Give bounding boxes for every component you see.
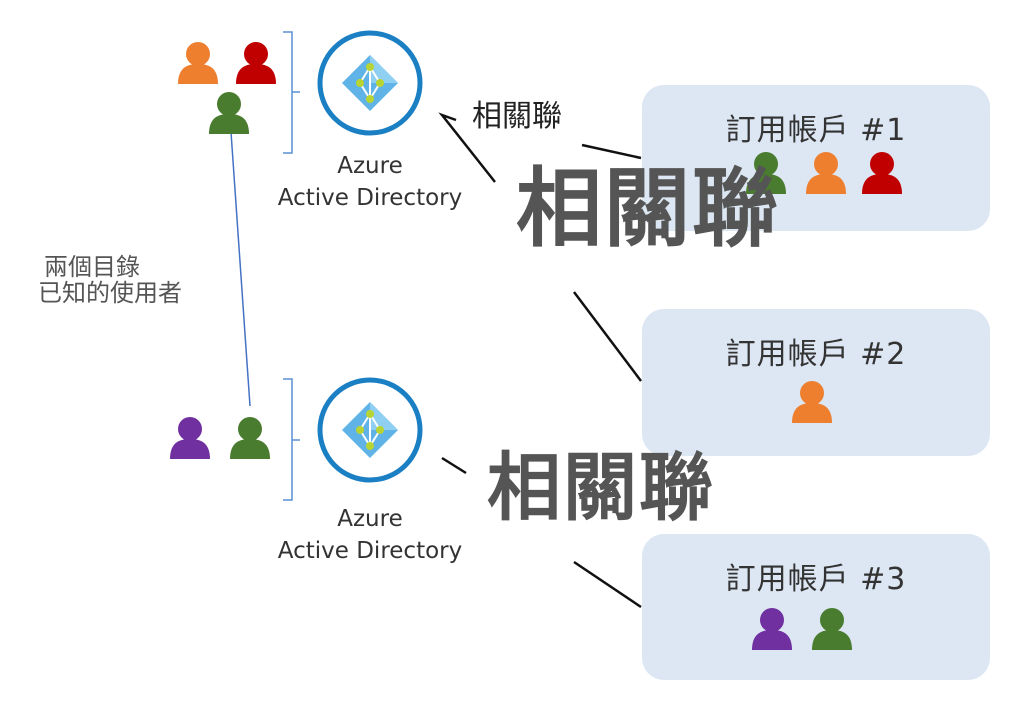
subscription-box-1: 訂用帳戶 #1 <box>642 85 990 231</box>
subscription-title-2: 訂用帳戶 #2 <box>725 337 907 372</box>
azure-ad-label-line2: Active Directory <box>277 185 463 211</box>
shared-user-connector <box>230 131 251 407</box>
subscription-title-3: 訂用帳戶 #3 <box>725 562 907 597</box>
association-line-3a <box>441 456 467 475</box>
association-label-large-2: 相關聯 <box>487 445 715 531</box>
user-purple-icon <box>752 608 792 650</box>
user-green-icon <box>812 608 852 650</box>
user-red-icon <box>862 152 902 194</box>
subscription-title-1: 訂用帳戶 #1 <box>725 113 907 148</box>
association-line-3b <box>573 560 642 609</box>
known-users-note-line2: 已知的使用者 <box>38 279 182 307</box>
subscription-box-2: 訂用帳戶 #2 <box>642 309 990 456</box>
azure-ad-label-top: Azure Active Directory <box>250 150 490 214</box>
user-orange-icon <box>792 381 832 423</box>
known-users-note-line1: 兩個目錄 <box>44 253 140 281</box>
azure-ad-label-line1: Azure <box>337 153 403 179</box>
azure-ad-label-line1: Azure <box>337 506 403 532</box>
association-line-1 <box>438 112 496 183</box>
azure-ad-label-line2: Active Directory <box>277 538 463 564</box>
user-green-icon <box>746 152 786 194</box>
user-green-icon <box>230 417 270 459</box>
azure-ad-icon-top <box>320 33 420 133</box>
bracket-top <box>283 31 300 154</box>
azure-ad-icon-bottom <box>320 380 420 480</box>
association-label-small: 相關聯 <box>472 99 562 134</box>
bracket-bottom <box>283 378 300 501</box>
association-line-1b <box>581 143 642 160</box>
association-label-large-1: 相關聯 <box>516 159 780 259</box>
user-green-icon <box>209 92 249 134</box>
azure-ad-label-bottom: Azure Active Directory <box>250 503 490 567</box>
subscription-box-3: 訂用帳戶 #3 <box>642 534 990 680</box>
user-orange-icon <box>806 152 846 194</box>
user-purple-icon <box>170 417 210 459</box>
user-red-icon <box>236 42 276 84</box>
association-line-2 <box>573 291 642 382</box>
user-orange-icon <box>178 42 218 84</box>
